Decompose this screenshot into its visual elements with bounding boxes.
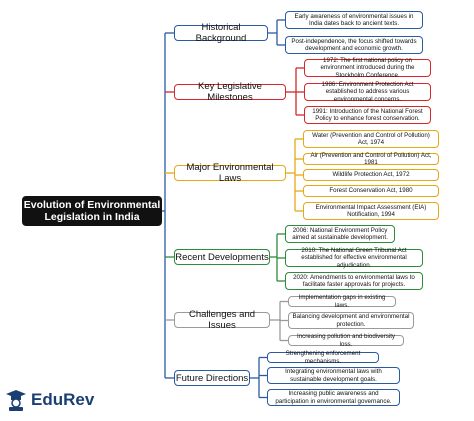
leaf-node: Forest Conservation Act, 1980: [303, 185, 439, 197]
leaf-node: Air (Prevention and Control of Pollution…: [303, 151, 439, 167]
leaf-node: Implementation gaps in existing laws.: [288, 294, 396, 309]
leaf-text: 1972: The first national policy on envir…: [320, 56, 415, 79]
leaf-node: 1986: Environment Protection Act establi…: [304, 80, 431, 103]
leaf-node: 2020: Amendments to environmental laws t…: [285, 272, 423, 290]
branch-node: Future Directions: [174, 370, 250, 386]
leaf-text: 1986: Environment Protection Act establi…: [321, 80, 414, 103]
leaf-node: Balancing development and environmental …: [288, 312, 414, 329]
leaf-node: Integrating environmental laws with sust…: [267, 367, 400, 384]
graduate-icon: [6, 390, 26, 411]
leaf-node: 1991: Introduction of the National Fores…: [304, 106, 431, 124]
root-label: Evolution of Environmental Legislation i…: [23, 199, 161, 223]
branch-label: Recent Developments: [175, 251, 269, 263]
branch-label: Major Environmental Laws: [186, 162, 274, 184]
leaf-text: Increasing pollution and biodiversity lo…: [296, 333, 396, 348]
leaf-node: Increasing pollution and biodiversity lo…: [288, 333, 404, 348]
leaf-text: Strengthening enforcement mechanisms.: [285, 350, 361, 365]
leaf-node: Post-independence, the focus shifted tow…: [285, 36, 423, 54]
leaf-text: Wildlife Protection Act, 1972: [332, 171, 410, 179]
leaf-text: Implementation gaps in existing laws.: [298, 294, 386, 309]
leaf-text: Air (Prevention and Control of Pollution…: [310, 151, 432, 167]
leaf-text: 1991: Introduction of the National Fores…: [312, 107, 423, 123]
logo-text: EduRev: [31, 390, 95, 409]
leaf-node: Wildlife Protection Act, 1972: [303, 169, 439, 181]
leaf-node: Strengthening enforcement mechanisms.: [267, 350, 379, 365]
root-node: Evolution of Environmental Legislation i…: [22, 196, 162, 226]
leaf-node: 2006: National Environment Policy aimed …: [285, 225, 395, 243]
leaf-node: Environmental Impact Assessment (EIA) No…: [303, 202, 439, 220]
leaf-node: 1972: The first national policy on envir…: [304, 56, 431, 79]
branch-label: Future Directions: [175, 372, 249, 384]
leaf-text: Post-independence, the focus shifted tow…: [291, 37, 417, 53]
branch-label: Challenges and Issues: [188, 309, 256, 331]
leaf-text: 2006: National Environment Policy aimed …: [292, 226, 388, 242]
leaf-text: Environmental Impact Assessment (EIA) No…: [315, 203, 427, 219]
branch-label: Key Legislative Milestones: [198, 81, 262, 103]
edurev-logo: EduRev: [5, 387, 94, 413]
branch-node: Historical Background: [174, 22, 268, 44]
leaf-node: Water (Prevention and Control of Polluti…: [303, 130, 439, 148]
branch-node: Key Legislative Milestones: [174, 81, 286, 103]
leaf-text: Integrating environmental laws with sust…: [285, 368, 382, 383]
leaf-text: Balancing development and environmental …: [292, 313, 410, 328]
leaf-text: 2020: Amendments to environmental laws t…: [293, 273, 415, 289]
branch-node: Challenges and Issues: [174, 309, 270, 331]
leaf-text: Forest Conservation Act, 1980: [329, 187, 413, 195]
branch-node: Major Environmental Laws: [174, 162, 286, 184]
branch-node: Recent Developments: [174, 249, 270, 265]
leaf-text: 2010: The National Green Tribunal Act es…: [301, 246, 407, 269]
branch-label: Historical Background: [195, 22, 247, 44]
leaf-text: Early awareness of environmental issues …: [294, 12, 414, 28]
leaf-node: Early awareness of environmental issues …: [285, 11, 423, 29]
leaf-text: Water (Prevention and Control of Polluti…: [312, 131, 430, 147]
leaf-node: 2010: The National Green Tribunal Act es…: [285, 246, 423, 269]
leaf-text: Increasing public awareness and particip…: [275, 390, 392, 405]
leaf-node: Increasing public awareness and particip…: [267, 389, 400, 406]
